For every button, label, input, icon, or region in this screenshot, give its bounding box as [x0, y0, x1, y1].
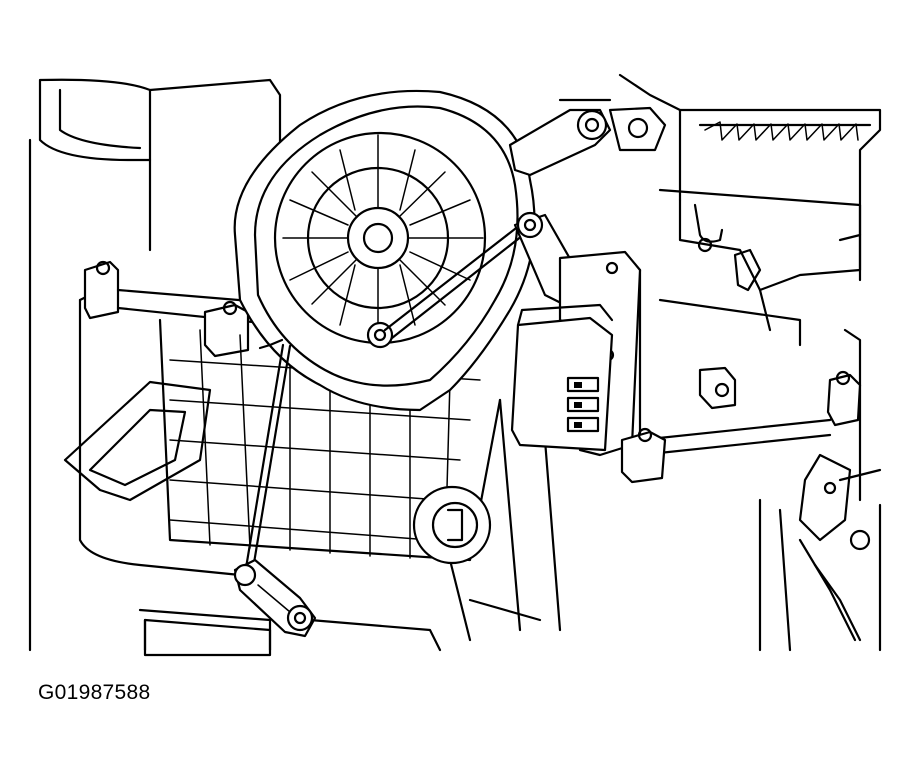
- mounting-rail-right: [622, 372, 860, 482]
- hvac-housing: [30, 75, 880, 650]
- figure-id-label: G01987588: [38, 681, 151, 704]
- door-cam-wheel: [235, 91, 535, 410]
- upper-linkage-arm: [510, 108, 665, 175]
- lower-link-rod: [246, 345, 283, 568]
- upper-link-rod: [385, 225, 520, 330]
- grille-hub: [414, 487, 490, 563]
- label-plate: [145, 620, 270, 655]
- air-scoop: [65, 382, 210, 500]
- blend-door-actuator: [512, 252, 640, 455]
- lower-lever: [235, 560, 315, 636]
- hvac-blend-door-actuator-diagram: [0, 0, 924, 680]
